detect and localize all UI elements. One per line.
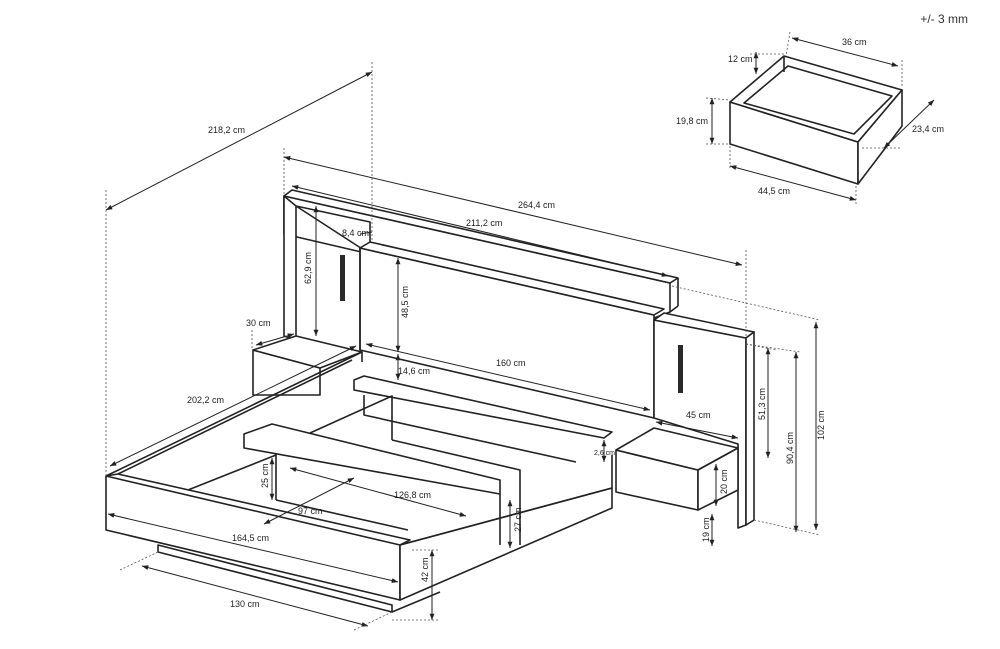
label-overall-diagonal: 218,2 cm — [208, 125, 245, 135]
label-frame-width: 164,5 cm — [232, 533, 269, 543]
label-slat-height: 25 cm — [260, 463, 270, 488]
label-base-width: 130 cm — [230, 599, 260, 609]
label-headboard-depth: 8,4 cm — [342, 228, 369, 238]
bed-dimension-lines: 218,2 cm 264,4 cm 211,2 cm 8,4 cm 62,9 c… — [105, 62, 826, 631]
label-slat-width: 126,8 cm — [394, 490, 431, 500]
front-slat-board — [243, 423, 501, 495]
label-nightstand-height: 20 cm — [719, 469, 729, 494]
label-frame-length: 202,2 cm — [187, 395, 224, 405]
label-nightstand-clearance: 19 cm — [701, 517, 711, 542]
label-right-total-height: 90,4 cm — [785, 432, 795, 464]
label-drawer-depth: 23,4 cm — [912, 124, 944, 134]
label-leg-height: 42 cm — [420, 557, 430, 582]
label-headboard-width: 264,4 cm — [518, 200, 555, 210]
label-nightstand-thickness: 2,6 cm — [594, 450, 615, 457]
label-drawer-front-width: 44,5 cm — [758, 186, 790, 196]
left-side-panel — [283, 195, 297, 341]
label-center-panel-gap: 14,6 cm — [398, 366, 430, 376]
label-side-panel-height: 62,9 cm — [303, 252, 313, 284]
label-drawer-inner-height: 12 cm — [728, 54, 753, 64]
label-center-panel-height: 48,5 cm — [400, 286, 410, 318]
label-drawer-width: 36 cm — [842, 37, 867, 47]
drawer-detail: 36 cm 12 cm 19,8 cm 23,4 cm 44,5 cm — [676, 31, 944, 204]
label-nightstand-width: 45 cm — [686, 410, 711, 420]
label-total-height: 102 cm — [816, 410, 826, 440]
label-right-panel-height: 51,3 cm — [757, 388, 767, 420]
label-slat-depth: 97 cm — [298, 506, 323, 516]
right-light-strip — [678, 345, 683, 393]
label-mattress-width: 160 cm — [496, 358, 526, 368]
label-headboard-top-width: 211,2 cm — [466, 218, 502, 228]
label-frame-height: 27 cm — [513, 507, 523, 532]
label-drawer-height: 19,8 cm — [676, 116, 708, 126]
tolerance-note: +/- 3 mm — [920, 12, 968, 26]
label-shelf-depth: 30 cm — [246, 318, 271, 328]
left-light-strip — [340, 255, 345, 301]
